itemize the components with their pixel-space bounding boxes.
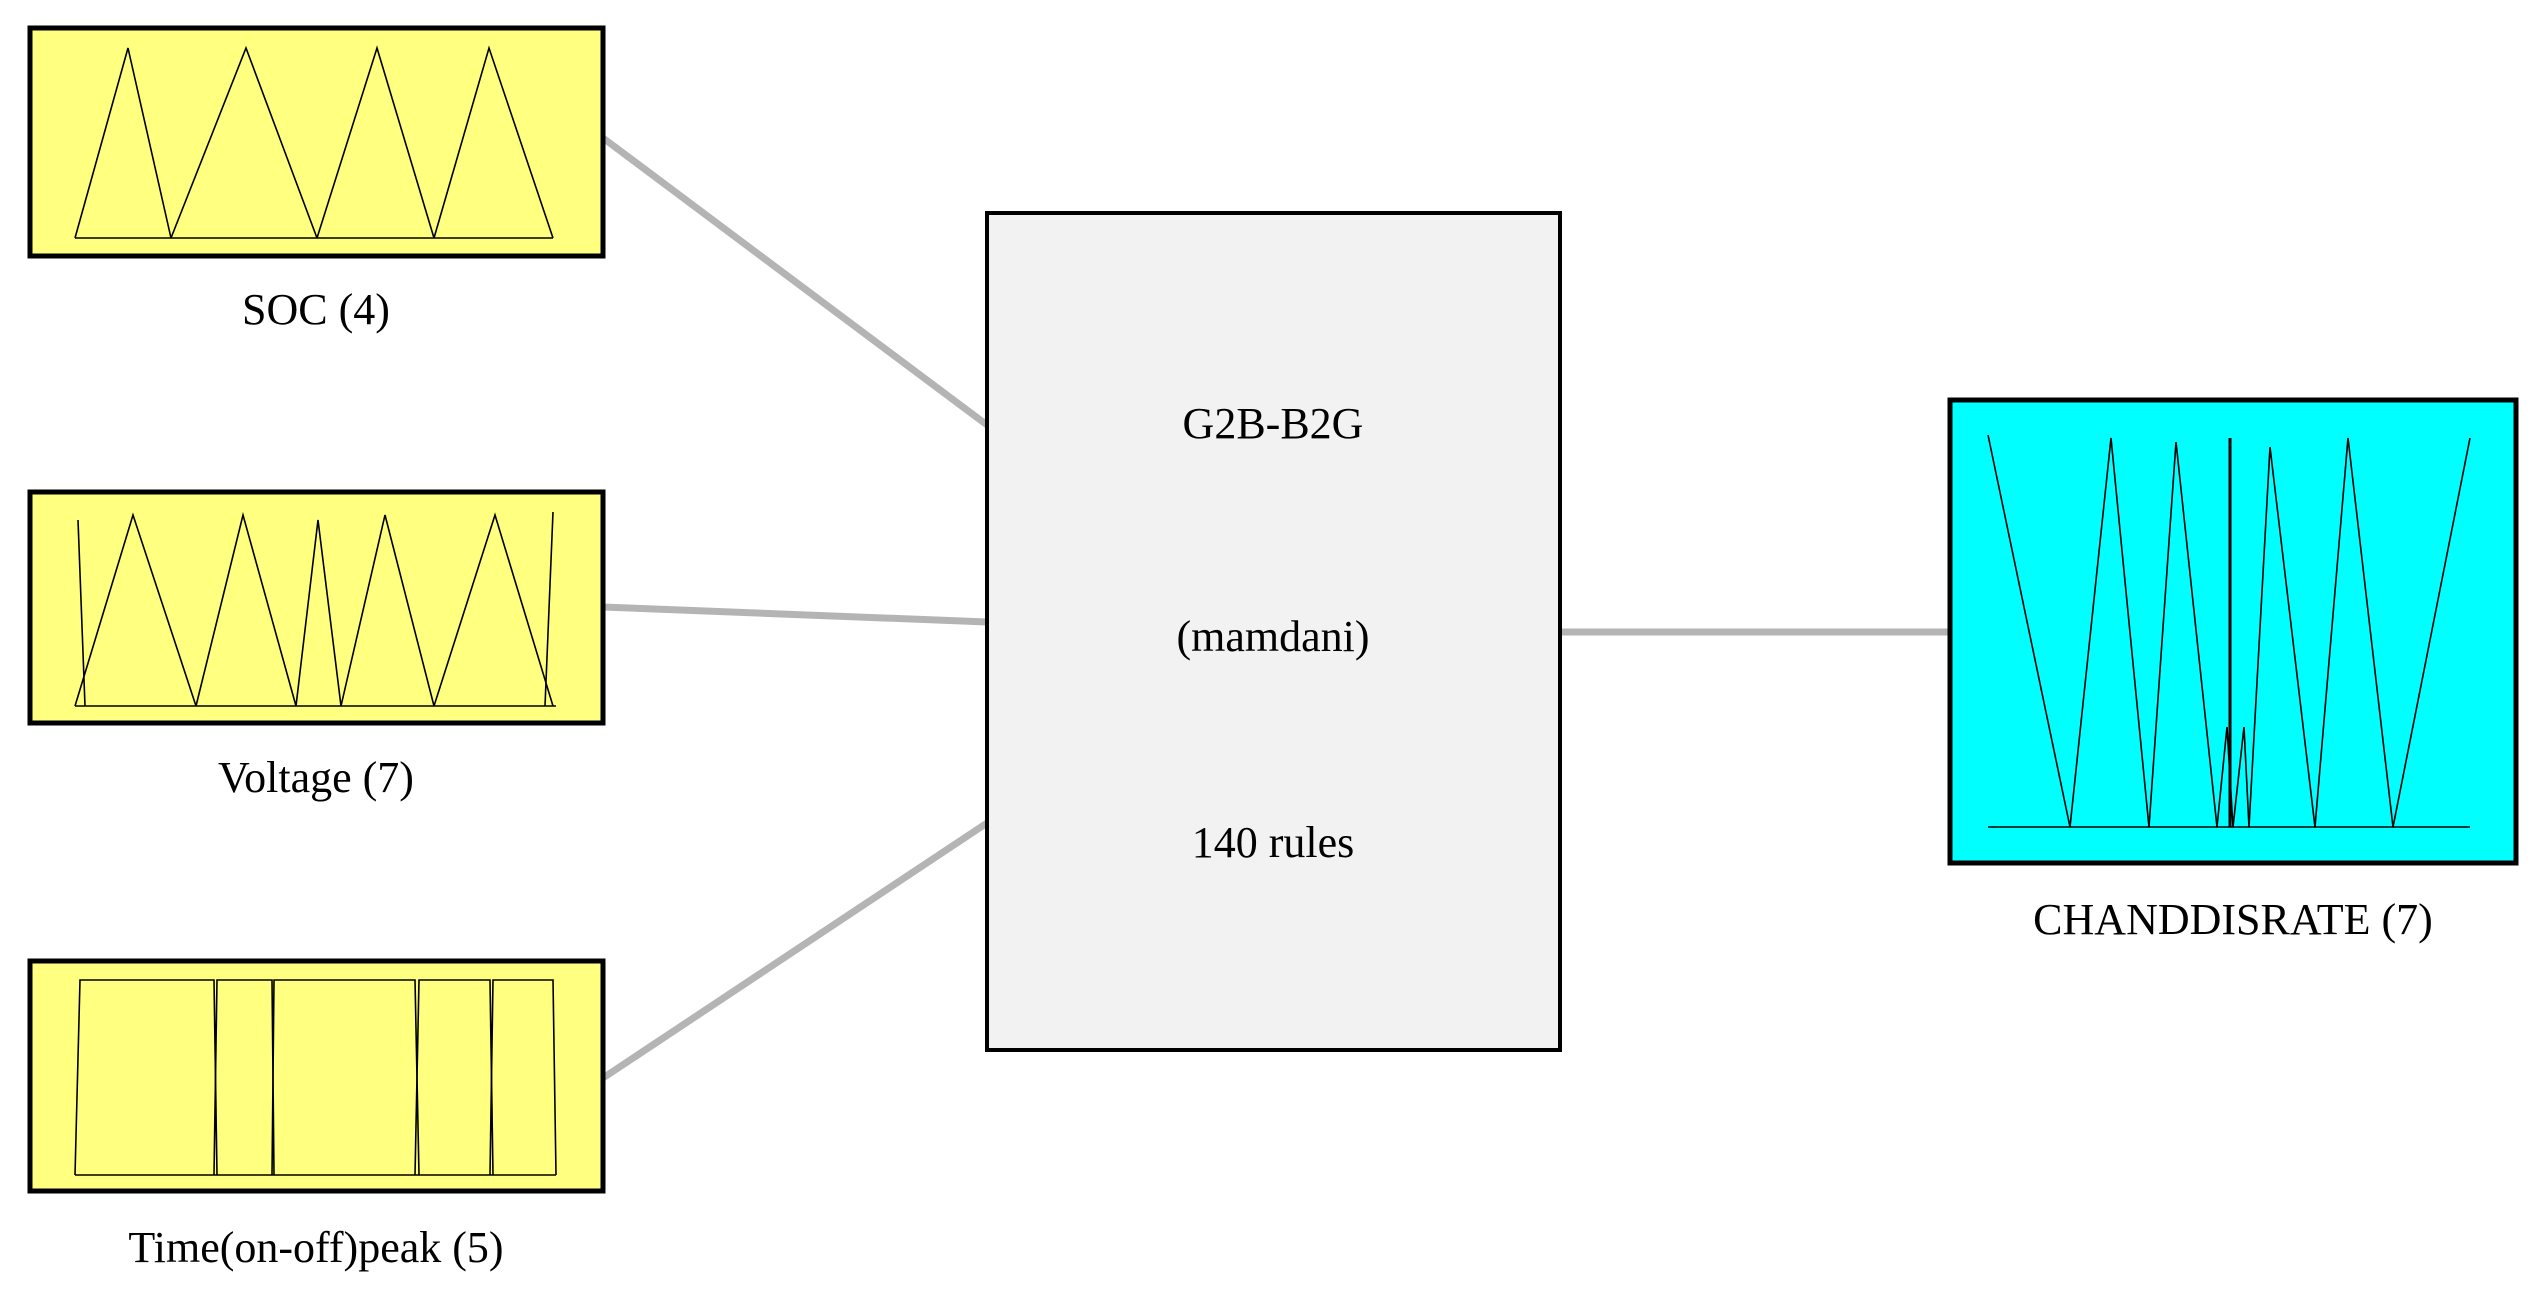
time-membership-functions	[74, 979, 557, 1176]
input-time-box[interactable]	[27, 958, 606, 1194]
output-chanddisrate-label: CHANDDISRATE (7)	[2033, 895, 2433, 944]
output-chanddisrate-box[interactable]	[1947, 397, 2519, 866]
fis-system-rules: 140 rules	[1192, 818, 1355, 867]
input-time-block[interactable]: Time(on-off)peak (5)	[27, 958, 606, 1272]
fis-system-block[interactable]: G2B-B2G (mamdani) 140 rules	[985, 211, 1562, 1052]
input-voltage-block[interactable]: Voltage (7)	[27, 489, 606, 802]
input-soc-box[interactable]	[27, 25, 606, 259]
connector-voltage	[602, 603, 988, 626]
fis-system-type: (mamdani)	[1176, 612, 1369, 661]
input-voltage-label: Voltage (7)	[218, 753, 414, 802]
chanddisrate-membership-functions	[1987, 434, 2471, 828]
fis-system-box[interactable]	[985, 211, 1562, 1052]
soc-membership-functions	[74, 45, 554, 239]
input-soc-label: SOC (4)	[242, 285, 390, 334]
connector-time	[601, 820, 989, 1081]
fis-system-name: G2B-B2G	[1183, 399, 1364, 448]
connector-soc	[600, 135, 990, 428]
voltage-membership-functions	[74, 511, 556, 707]
output-chanddisrate-block[interactable]: CHANDDISRATE (7)	[1947, 397, 2519, 944]
input-time-label: Time(on-off)peak (5)	[128, 1223, 503, 1272]
input-soc-block[interactable]: SOC (4)	[27, 25, 606, 334]
